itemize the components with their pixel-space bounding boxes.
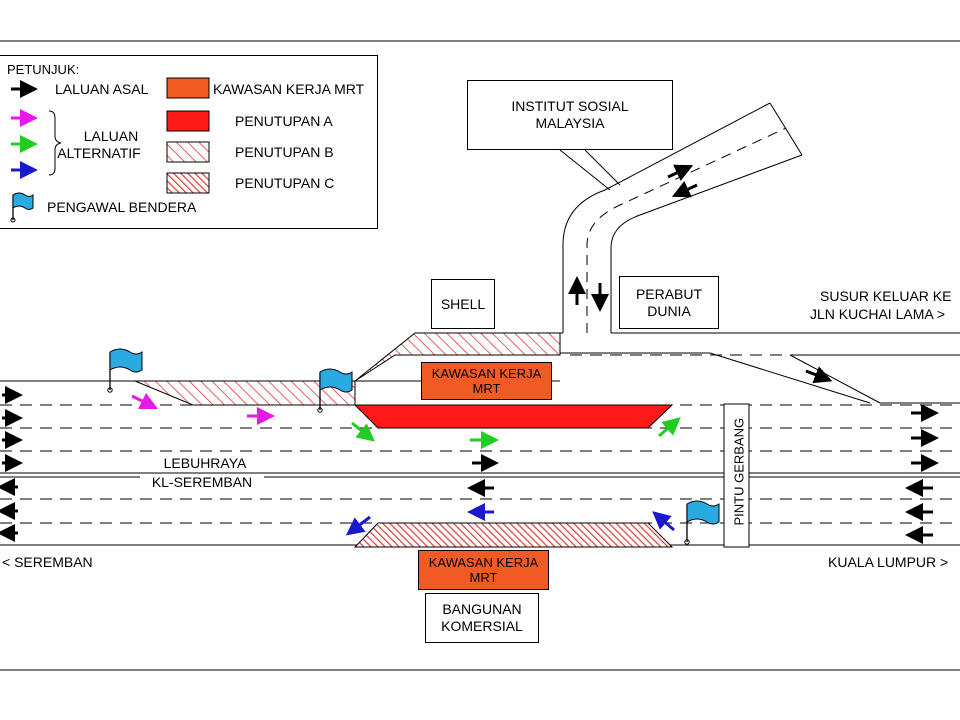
- arrow-icon: [131, 392, 275, 425]
- shell-label: SHELL: [440, 295, 486, 312]
- flag-icon: [107, 348, 143, 393]
- closure-b-ramp: [354, 332, 561, 382]
- highway-label-l1: LEBUHRAYA: [150, 455, 260, 472]
- perabut-label-l2: DUNIA: [647, 302, 691, 319]
- legend-original-route: LALUAN ASAL: [55, 81, 149, 97]
- flag-icon: [317, 368, 353, 413]
- arrow-icon: [351, 417, 681, 449]
- legend-alt-route-l1: LALUAN: [83, 128, 139, 144]
- exit-label-l1: SUSUR KELUAR KE: [820, 288, 952, 304]
- legend-symbols: [10, 77, 210, 223]
- side-road: [415, 102, 960, 334]
- legend: PETUNJUK: LALUAN ASAL LALUAN ALTERNATIF …: [0, 55, 378, 229]
- toll-gate-label: PINTU GERBANG: [731, 417, 747, 526]
- seremban-label: < SEREMBAN: [2, 554, 93, 570]
- brace-icon: [48, 110, 62, 176]
- mrt-work-area-bottom: KAWASAN KERJA MRT: [418, 550, 549, 590]
- mrt-top-l2: MRT: [472, 381, 501, 396]
- mrt-bottom-l1: KAWASAN KERJA: [428, 555, 539, 570]
- closure-c: [353, 522, 674, 548]
- exit-label-l2: JLN KUCHAI LAMA >: [810, 306, 945, 322]
- swatch-closure-b: [166, 141, 210, 163]
- perabut-dunia-box: PERABUT DUNIA: [619, 276, 719, 329]
- flag-icon: [684, 500, 720, 545]
- legend-flagman: PENGAWAL BENDERA: [47, 199, 197, 215]
- bangunan-komersial-box: BANGUNAN KOMERSIAL: [425, 593, 539, 643]
- legend-closure-a: PENUTUPAN A: [235, 113, 333, 129]
- arrow-icon: [345, 503, 675, 536]
- institut-sosial-box: INSTITUT SOSIAL MALAYSIA: [467, 80, 673, 150]
- mrt-top-l1: KAWASAN KERJA: [431, 366, 542, 381]
- institut-label-l2: MALAYSIA: [535, 115, 605, 131]
- highway-label-l2: KL-SEREMBAN: [140, 474, 264, 491]
- legend-title: PETUNJUK:: [7, 62, 80, 77]
- mrt-bottom-l2: MRT: [469, 570, 498, 585]
- swatch-closure-c: [166, 172, 210, 194]
- kuala-lumpur-label: KUALA LUMPUR >: [828, 554, 949, 570]
- institut-label-l1: INSTITUT SOSIAL: [511, 98, 629, 114]
- legend-closure-c: PENUTUPAN C: [235, 175, 335, 191]
- legend-closure-b: PENUTUPAN B: [235, 144, 334, 160]
- flag-icon: [10, 192, 34, 223]
- legend-mrt-work-area: KAWASAN KERJA MRT: [213, 81, 365, 97]
- legend-alt-route-l2: ALTERNATIF: [57, 145, 141, 161]
- komersial-label-l2: KOMERSIAL: [441, 618, 523, 634]
- toll-gate-structure: [723, 403, 750, 548]
- shell-box: SHELL: [431, 279, 495, 329]
- komersial-label-l1: BANGUNAN: [442, 601, 522, 617]
- arrow-icon: [0, 164, 939, 544]
- swatch-closure-a: [166, 110, 210, 132]
- swatch-mrt: [166, 77, 210, 99]
- mrt-work-area-top: KAWASAN KERJA MRT: [421, 362, 552, 400]
- perabut-label-l1: PERABUT: [635, 285, 703, 302]
- closure-a: [353, 404, 674, 429]
